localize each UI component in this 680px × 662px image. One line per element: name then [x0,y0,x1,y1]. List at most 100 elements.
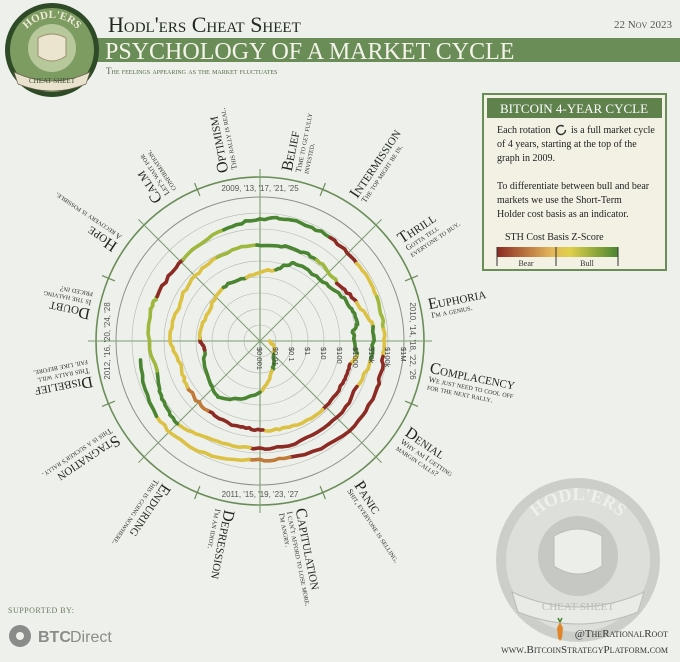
spiral-segment [188,255,220,285]
legend-text: of 4 years, starting at the top of the [497,139,637,150]
spiral-segment [178,361,190,389]
price-tick-label: $0.1 [287,347,296,362]
spiral-segment [185,385,210,413]
rotation-icon [555,124,567,136]
price-tick-label: $100 [335,347,344,364]
price-tick-label: $10k [367,347,376,364]
legend-title: BITCOIN 4-YEAR CYCLE [500,101,648,116]
tick-mark [404,275,419,282]
tick-mark [319,182,326,197]
date: 22 Nov 2023 [614,19,672,31]
spiral-segment [160,397,180,426]
website-link[interactable]: www.BitcoinStrategyPlatform.com [501,644,668,656]
spiral-segment [344,300,360,325]
price-spiral [138,215,387,463]
page-title: PSYCHOLOGY OF A MARKET CYCLE [105,39,514,65]
spiral-segment [239,425,265,433]
price-tick-label: $100k [383,347,392,368]
fist-icon [553,528,603,575]
spiral-segment [350,330,360,359]
btcdirect-logo[interactable]: BTC Direct [9,625,112,647]
svg-text:CHEAT SHEET: CHEAT SHEET [29,77,76,85]
spiral-segment [341,362,352,385]
spiral-segment [216,390,262,402]
price-tick-label: $1M [399,347,408,362]
spiral-segment [354,300,375,329]
price-tick-label: $10 [319,347,328,360]
spiral-segment [198,336,207,352]
hodlers-watermark-logo: HODL'ERS CHEAT SHEET [496,478,660,642]
spiral-segment [328,235,359,266]
spiral-segment [288,429,352,459]
spiral-segment [287,408,325,429]
spiral-segment [168,336,182,365]
spiral-segment [280,422,331,449]
spiral-segment [258,369,274,394]
spiral-segment [155,369,164,401]
spiral-segment [320,280,349,304]
spiral-segment [247,455,292,463]
tick-mark [404,400,419,407]
carrot-icon [557,622,563,641]
tick-mark [101,275,116,282]
spiral-segment [261,425,292,433]
price-tick-label: $1000 [351,347,360,368]
year-label-top: 2009, '13, '17, '21, '25 [221,184,299,193]
spiral-segment [288,245,319,262]
tick-mark [194,182,201,197]
year-label-bottom: 2011, '15, '19, '23, '27 [222,490,299,499]
spiral-segment [375,295,386,332]
spiral-segment [335,281,359,305]
spiral-segment [197,307,212,340]
spiral-segment [289,218,332,240]
bull-label: Bull [580,259,595,268]
year-label-left: 2012, '16, '20, '24, '28 [103,302,112,380]
zscore-gradient-bar [497,247,618,257]
bear-label: Bear [518,259,533,268]
spiral-segment [267,339,277,357]
spiral-segment [146,307,159,373]
spiral-segment [255,243,293,250]
spiral-segment [222,217,262,232]
spiral-segment [208,380,220,399]
spiral-segment [348,385,379,433]
spiral-segment [315,258,339,286]
spiral-segment [168,309,179,340]
spiral-segment [175,421,209,440]
supported-by-label: SUPPORTED BY: [8,606,74,615]
price-tick-label: $0.01 [271,347,280,366]
hodlers-logo: HODL'ERS CHEAT SHEET [5,3,99,97]
page-subtitle: The feelings appearing as the market flu… [106,66,277,76]
legend-text: graph in 2009. [497,153,555,164]
legend-text: To differentiate between bull and bear [497,181,650,192]
spiral-segment [154,414,193,449]
brand-title: Hodl'ers Cheat Sheet [108,12,301,37]
spiral-segment [320,381,345,412]
spiral-segment [274,260,296,272]
tick-mark [194,485,201,500]
title-band [95,38,680,62]
zscore-scale-title: STH Cost Basis Z-Score [505,232,604,243]
spiral-segment [355,261,379,299]
legend-box: BITCOIN 4-YEAR CYCLE Each rotation is a … [482,93,667,271]
spiral-segment [381,327,387,359]
spiral-segment [208,285,226,312]
spiral-segment [245,267,278,280]
legend-text: is a full market cycle [571,125,655,136]
svg-text:Direct: Direct [70,629,112,646]
handle-link[interactable]: @TheRationalRoot [557,617,668,641]
spiral-segment [215,243,259,259]
spiral-segment [175,281,192,313]
spiral-segment [350,320,360,335]
spiral-segment [258,215,293,222]
spiral-segment [221,275,249,290]
legend-text: Each rotation [497,125,551,136]
year-label-right: 2010, '14, '18, '22, '26 [408,302,417,380]
svg-text:BTC: BTC [38,629,71,646]
spiral-segment [368,324,376,364]
spiral-segment [248,445,284,451]
spiral-segment [188,445,251,463]
spiral-segment [155,257,186,299]
spiral-segment [201,348,212,385]
